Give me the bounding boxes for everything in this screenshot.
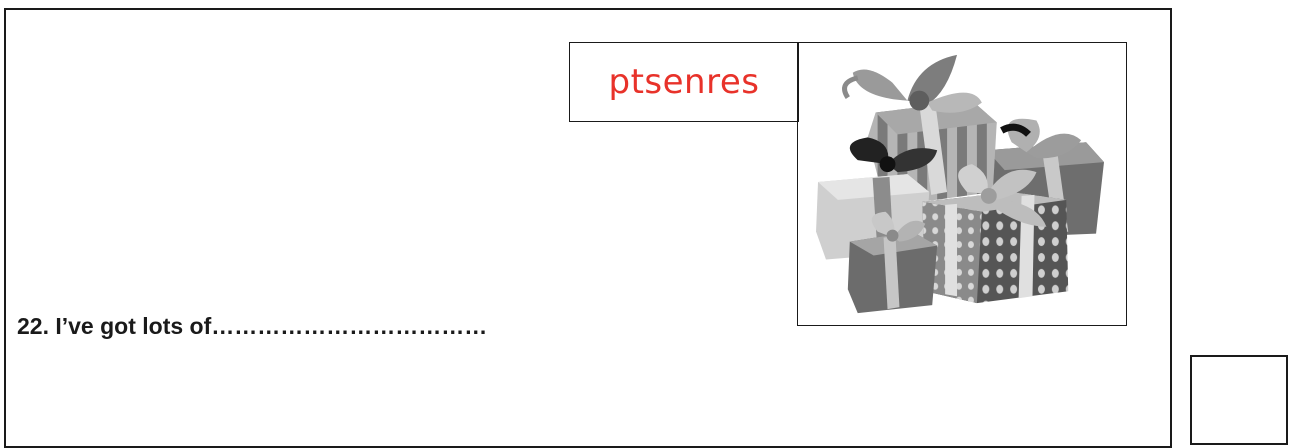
scrambled-word: ptsenres bbox=[608, 62, 760, 102]
presents-clipart-icon bbox=[816, 54, 1104, 314]
question-22-text: 22. I’ve got lots of……………………………… bbox=[17, 313, 488, 339]
picture-box bbox=[797, 42, 1127, 326]
scrambled-word-box: ptsenres bbox=[569, 42, 799, 122]
score-box bbox=[1190, 355, 1288, 445]
